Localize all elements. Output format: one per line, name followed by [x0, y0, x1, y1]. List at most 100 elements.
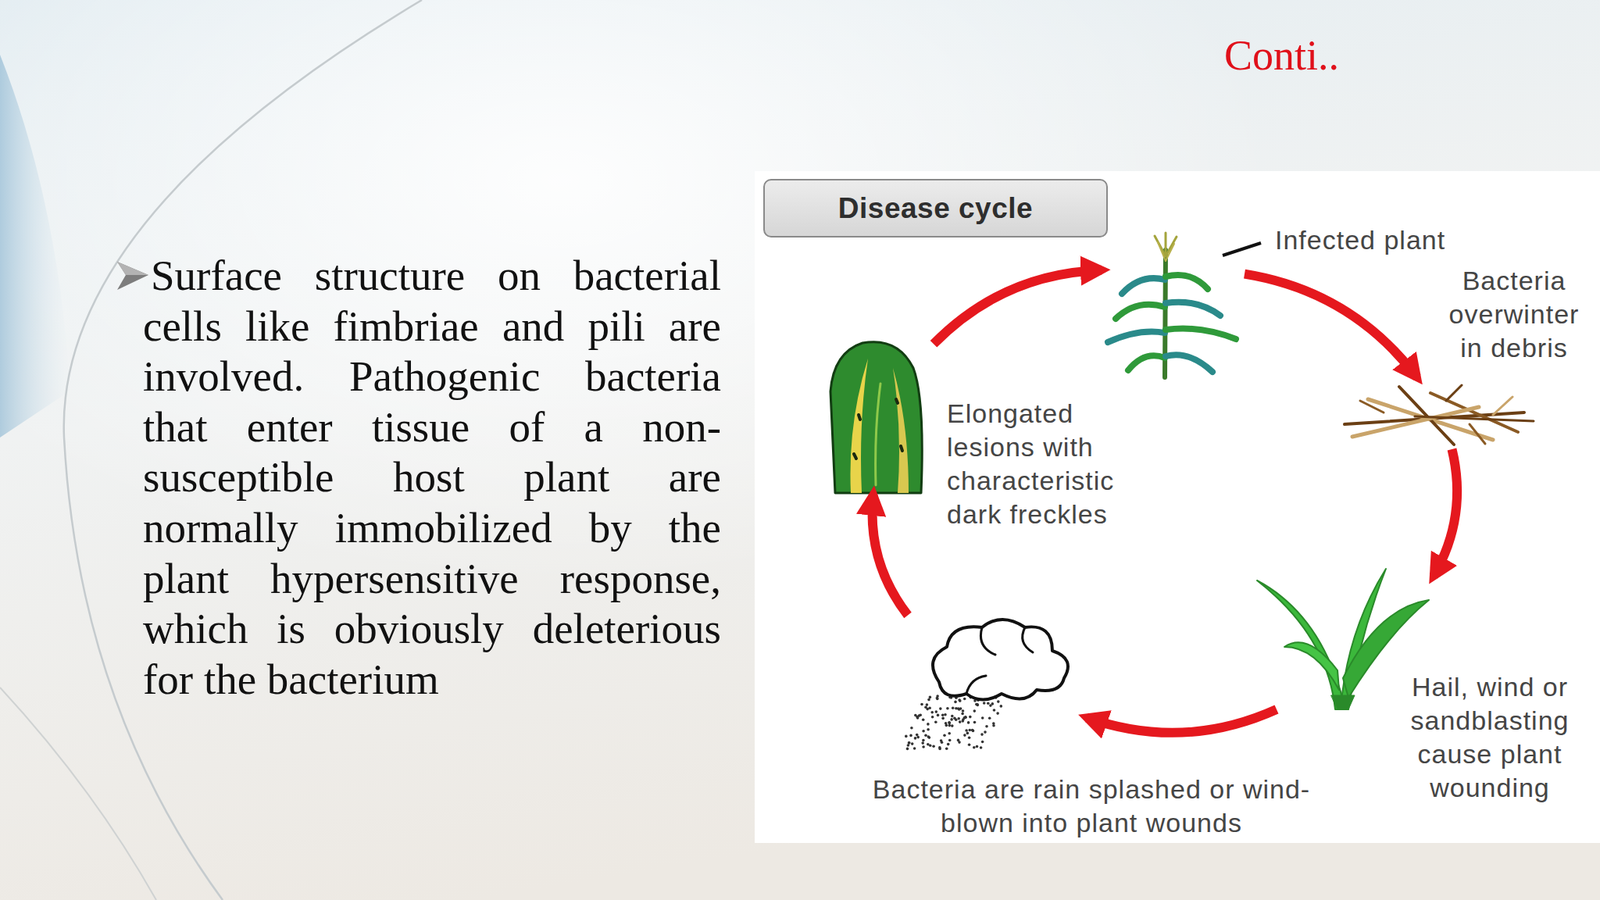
rain-dot [936, 714, 940, 718]
art-shape [1446, 385, 1462, 401]
stage-label: Hail, wind or sandblasting cause plant w… [1392, 670, 1588, 805]
art-shape [1165, 328, 1236, 340]
rain-dot [992, 708, 997, 712]
background-curve [0, 687, 157, 900]
stage-label: Bacteria overwinter in debris [1439, 264, 1589, 365]
rain-dot [906, 747, 910, 751]
rain-dot [950, 717, 954, 722]
rain-dot [966, 732, 970, 736]
rain-dot [941, 714, 945, 718]
cycle-arrow [1244, 274, 1418, 378]
stage-label: Bacteria are rain splashed or wind-blown… [864, 772, 1318, 840]
rain-dot [924, 706, 928, 710]
rain-dot [921, 717, 925, 722]
art-shape [1469, 424, 1486, 444]
rain-dot [948, 721, 952, 725]
rain-dot [928, 706, 932, 710]
art-shape [1121, 278, 1165, 294]
rain-dot [963, 697, 967, 701]
rain-dot [904, 735, 908, 739]
rain-dot [1000, 704, 1004, 708]
slide-heading: Conti.. [1224, 31, 1340, 80]
rain-dot [915, 715, 919, 719]
rain-dot [907, 743, 911, 747]
rain-dot [947, 732, 951, 736]
rain-dot [964, 716, 968, 720]
rain-dot [979, 746, 983, 750]
rain-dot [920, 703, 924, 707]
rain-dot [957, 707, 961, 711]
art-shape [1164, 232, 1168, 255]
rain-dot [981, 740, 985, 744]
young-illustration [1253, 560, 1434, 710]
art-shape [1430, 392, 1518, 433]
rain-dot [980, 732, 984, 736]
rain-dot [983, 730, 987, 734]
art-shape [1414, 416, 1534, 422]
rain-dot [973, 721, 977, 725]
art-shape [1360, 400, 1384, 413]
rain-dot [964, 715, 968, 719]
rain-dot [960, 712, 965, 716]
rain-dot [958, 699, 962, 703]
rain-dot [968, 715, 972, 719]
rain-dot [948, 739, 952, 743]
rain-dot [986, 702, 990, 706]
rain-dot [942, 733, 947, 737]
rain-dot [907, 741, 911, 745]
rain-splash-stage: Bacteria are rain splashed or wind-blown… [907, 611, 1087, 750]
art-shape [875, 383, 881, 486]
rain-dot [963, 733, 967, 737]
art-shape [1284, 642, 1340, 690]
stage-label: Elongated lesions with characteristic da… [946, 396, 1139, 532]
art-shape [932, 619, 1068, 700]
debris-illustration [1336, 377, 1536, 450]
art-shape [1165, 354, 1213, 372]
art-shape [1022, 627, 1033, 653]
leaf-illustration [819, 336, 934, 495]
rain-dot [935, 697, 940, 701]
rain-dot [992, 721, 996, 725]
rain-dot [932, 745, 936, 749]
lesion-stage: Elongated lesions with characteristic da… [819, 336, 934, 495]
rain-dot [939, 707, 943, 711]
rain-dot [928, 696, 933, 700]
art-shape [1352, 407, 1479, 437]
art-shape [1165, 275, 1208, 290]
rain-dot [927, 698, 931, 702]
rain-dot [940, 741, 944, 745]
rain-dot [913, 746, 917, 750]
rain-dot [982, 701, 986, 705]
diagram-panel [754, 171, 1600, 843]
rain-dot [921, 739, 925, 743]
rain-dot [961, 709, 965, 713]
rain-dot [981, 716, 985, 720]
debris-stage: Bacteria overwinter in debris [1336, 377, 1536, 450]
cloud-illustration [907, 611, 1087, 750]
rain-dot [916, 735, 920, 740]
rain-dot [931, 715, 935, 719]
rain-dot [925, 703, 929, 707]
bullet-text: Surface structure on bacterial cells lik… [142, 250, 722, 705]
cycle-arrow [1086, 709, 1277, 733]
art-shape [853, 453, 857, 459]
rain-dot [924, 734, 928, 738]
rain-dot [988, 717, 992, 721]
rain-dot [971, 728, 975, 733]
rain-dot [926, 728, 930, 732]
rain-dot [953, 700, 958, 704]
art-shape [1331, 695, 1355, 710]
rain-dot [946, 707, 950, 711]
rain-dot [967, 735, 972, 740]
art-shape [1257, 580, 1346, 710]
rain-dot [914, 736, 918, 740]
rain-dot [926, 722, 930, 726]
art-shape [1165, 243, 1175, 261]
rain-dot [930, 710, 934, 715]
rain-dot [957, 717, 961, 721]
rain-dot [961, 719, 965, 723]
cycle-arrow [933, 270, 1102, 345]
art-shape [1165, 302, 1221, 316]
